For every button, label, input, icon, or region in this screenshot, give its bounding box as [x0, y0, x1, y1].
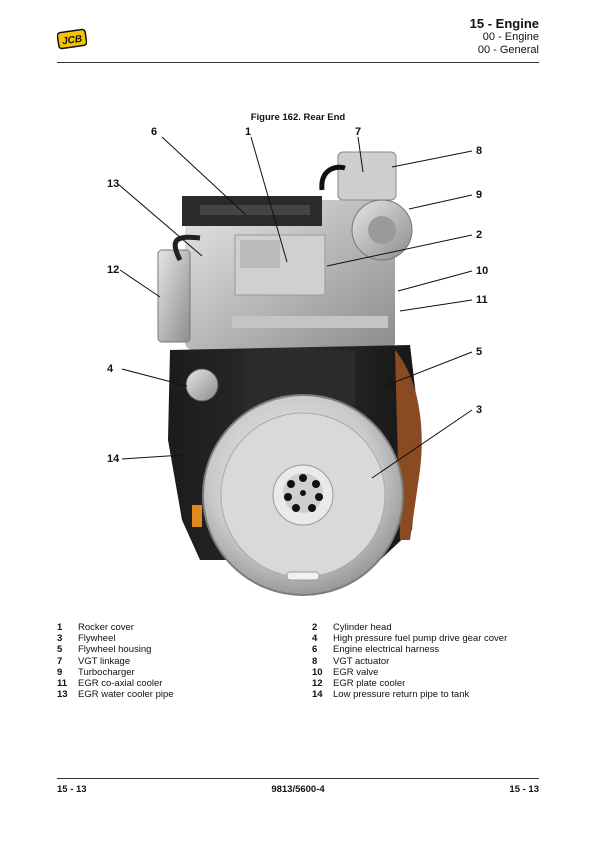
callout-4: 4: [107, 363, 114, 375]
turbocharger: [319, 151, 413, 261]
svg-text:JCB: JCB: [62, 34, 83, 48]
callout-8: 8: [476, 145, 482, 157]
flywheel: [192, 394, 404, 596]
section-title: 15 - Engine: [469, 16, 539, 31]
callout-5: 5: [476, 346, 482, 358]
callout-9: 9: [476, 189, 482, 201]
callout-7: 7: [355, 126, 361, 138]
callout-labels: 6 1 7 8 9 2 10 11 5 3 13 12 4 14: [107, 126, 488, 465]
engine-upper: [182, 196, 395, 350]
section-subtitle: 00 - Engine: [482, 31, 539, 43]
footer-page-left: 15 - 13: [57, 784, 87, 795]
callout-10: 10: [476, 265, 488, 277]
callout-13: 13: [107, 178, 119, 190]
egr-plate-cooler: [157, 249, 191, 343]
header-divider: [57, 62, 539, 63]
footer-doc-number: 9813/5600-4: [271, 784, 325, 795]
fuel-pump-gear-cover: [185, 368, 219, 402]
footer-page-right: 15 - 13: [509, 784, 539, 795]
footer-divider: [57, 778, 539, 779]
callout-leaders: [117, 136, 473, 479]
callout-11: 11: [476, 294, 488, 306]
figure-title: Figure 162. Rear End: [250, 112, 346, 123]
callout-3: 3: [476, 404, 482, 416]
callout-12: 12: [107, 264, 119, 276]
jcb-logo: JCB: [57, 28, 87, 50]
callout-2: 2: [476, 229, 482, 241]
section-subtitle: 00 - General: [477, 43, 539, 56]
callout-14: 14: [107, 453, 120, 465]
page-header: 15 - Engine 00 - Engine 00 - General: [470, 16, 539, 56]
callout-1: 1: [245, 126, 251, 138]
callout-6: 6: [151, 126, 157, 138]
